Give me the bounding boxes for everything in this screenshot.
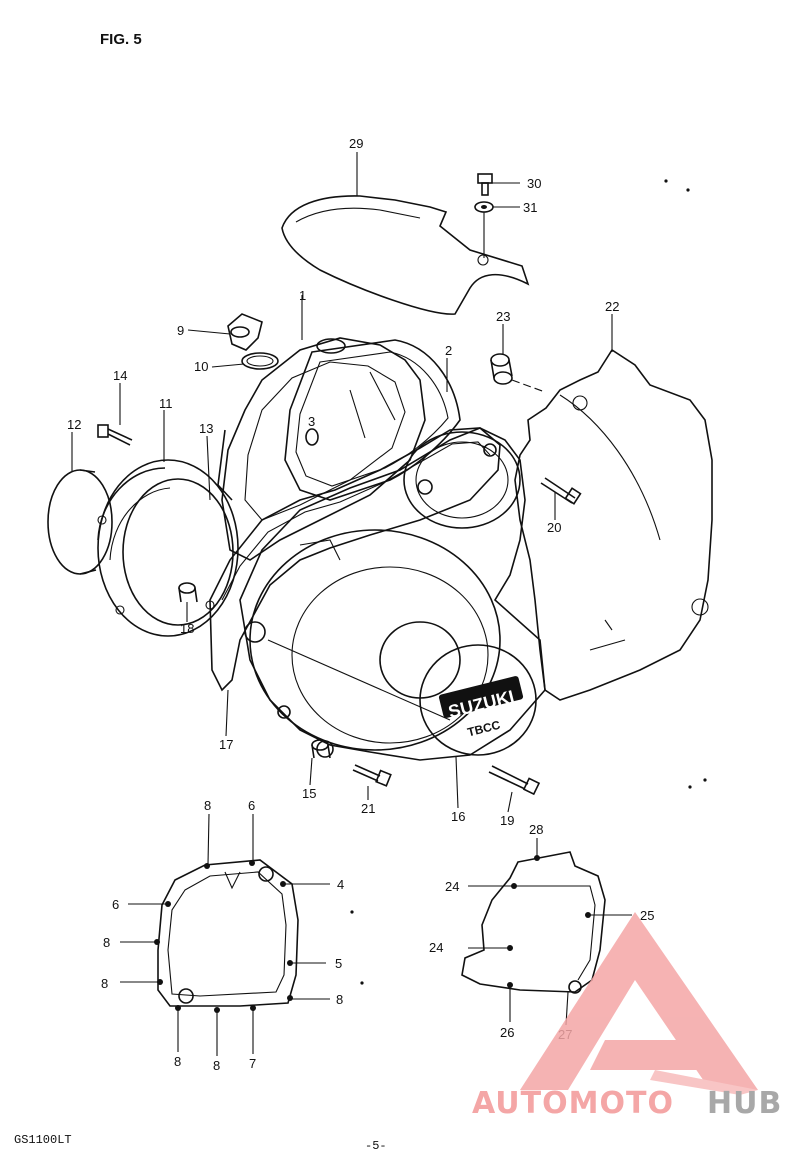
callout-g-8e: 8 [174,1054,181,1069]
bolt-14 [97,424,133,446]
callout-g-4: 4 [337,877,344,892]
suzuki-emblem: SUZUKI TBCC [419,644,537,756]
cap-12 [47,469,113,575]
callout-2: 2 [445,343,452,358]
callout-15: 15 [302,786,316,801]
callout-g-8a: 8 [204,798,211,813]
callout-s-28: 28 [529,822,543,837]
figure-label: FIG. 5 [100,31,142,48]
gasket-dots [154,860,293,1013]
callout-s-25: 25 [640,908,654,923]
bolt-20 [540,477,582,505]
engine-case-rear [514,348,713,701]
callout-31: 31 [523,200,537,215]
callout-g-8f: 8 [213,1058,220,1073]
callout-21: 21 [361,801,375,816]
dowel-15 [311,739,331,759]
dowel-18 [178,582,198,603]
callout-g-8c: 8 [101,976,108,991]
callout-g-6b: 6 [112,897,119,912]
callout-g-7: 7 [249,1056,256,1071]
bolt-30 [477,173,493,196]
callout-23: 23 [496,309,510,324]
callout-9: 9 [177,323,184,338]
callout-s-24a: 24 [445,879,459,894]
bolt-21 [352,764,392,787]
callout-3: 3 [308,414,315,429]
callout-1: 1 [299,288,306,303]
inner-cover-1 [217,337,426,561]
callout-16: 16 [451,809,465,824]
callout-g-8d: 8 [336,992,343,1007]
washer-31 [474,201,494,213]
callout-g-6a: 6 [248,798,255,813]
leader-lines [71,152,632,1056]
bolt-19 [488,765,541,796]
callout-18: 18 [180,621,194,636]
callout-s-26: 26 [500,1025,514,1040]
callouts: 29 30 31 9 10 1 2 3 23 22 14 11 12 13 20… [67,136,654,1073]
callout-29: 29 [349,136,363,151]
top-cover-plate [281,195,530,315]
callout-13: 13 [199,421,213,436]
sprocket-cover [461,851,606,994]
clutch-cover-11 [97,459,239,637]
callout-10: 10 [194,359,208,374]
watermark-text-automoto: AUTOMOTO [472,1086,674,1121]
callout-g-8b: 8 [103,935,110,950]
dowel-23 [490,353,513,385]
callout-22: 22 [605,299,619,314]
callout-s-24b: 24 [429,940,443,955]
callout-20: 20 [547,520,561,535]
callout-11: 11 [159,396,173,411]
callout-19: 19 [500,813,514,828]
oil-filler-plug-9 [227,313,263,351]
callout-g-5: 5 [335,956,342,971]
generator-cover [239,427,546,761]
callout-17: 17 [219,737,233,752]
callout-14: 14 [113,368,127,383]
gasket-17 [209,427,501,692]
page-number: -5- [365,1139,387,1153]
o-ring-10 [241,352,279,370]
cover-gasket-outline [157,859,299,1007]
callout-12: 12 [67,417,81,432]
watermark-logo [520,912,758,1095]
callout-30: 30 [527,176,541,191]
emblem-sub: TBCC [466,718,502,740]
watermark-text-hub: HUB [707,1086,782,1121]
model-code: GS1100LT [14,1133,72,1147]
